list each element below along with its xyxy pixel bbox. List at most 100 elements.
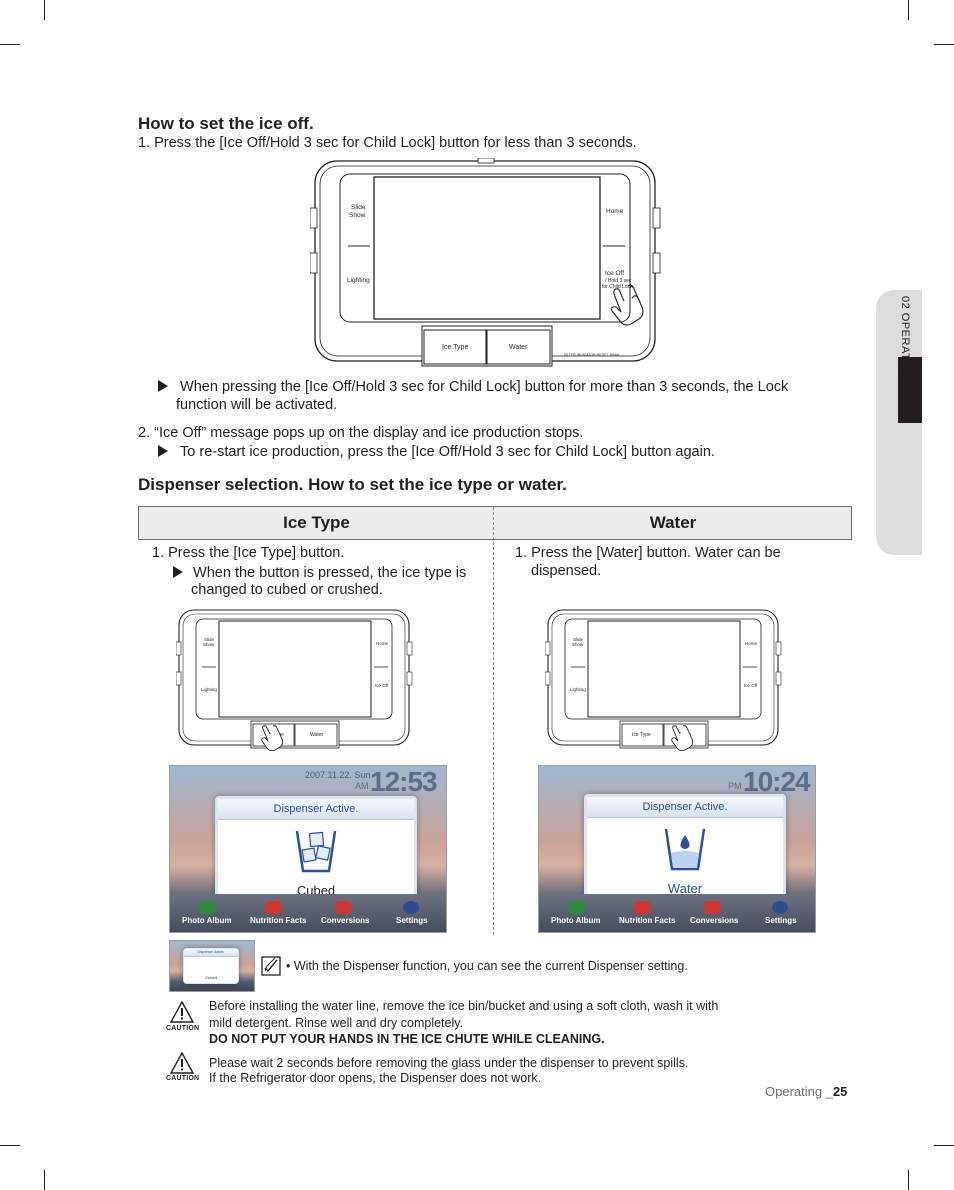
bottom-label-settings: Settings [765,916,797,925]
dispenser-popup: Dispenser Active. Water [584,794,786,906]
triangle-bullet-icon [173,566,183,578]
crop-mark [0,1145,20,1146]
crop-mark [934,44,954,45]
bottom-label-nutrition: Nutrition Facts [250,916,307,925]
popup-title: Dispenser Active. [218,799,414,820]
note-text: • With the Dispenser function, you can s… [286,957,688,975]
nutrition-icon [634,901,650,914]
crop-mark [908,0,909,20]
side-tab-marker [898,357,922,423]
pointing-hand-icon [261,725,284,751]
caution-1-line-3: DO NOT PUT YOUR HANDS IN THE ICE CHUTE W… [209,1032,605,1046]
slide-show-label-1: Slide [351,204,366,211]
pointing-hand-icon [610,284,644,326]
conversions-icon [335,901,351,914]
note-body: With the Dispenser function, you can see… [293,959,688,973]
lighting-label: Lighting [347,277,370,284]
ice-type-button-label: Ice Type [632,732,651,738]
screen-clock: 10:24 [743,766,811,797]
crop-mark [934,1145,954,1146]
gear-icon [403,901,419,914]
bottom-label-conversions: Conversions [321,916,370,925]
screen-clock: 12:53 [370,766,438,797]
ice-off-label: Ice Off [605,270,624,277]
display-screen-water: PM 10:24 Dispenser Active. Water Photo A… [538,765,816,933]
crop-mark [908,1170,909,1190]
ice-bullet-text: When the button is pressed, the ice type… [173,564,483,582]
gear-icon [772,901,788,914]
water-glass-icon [664,828,706,871]
bullet-restart-line: To re-start ice production, press the [I… [180,444,715,460]
ice-bullet-line-1: When the button is pressed, the ice type… [193,565,467,581]
crop-mark [0,44,20,45]
lighting-label: Lighting [570,687,586,692]
water-step-line-1: 1. Press the [Water] button. Water can b… [515,545,781,561]
bullet-dot-icon: • [286,959,294,973]
step-1-text: 1. Press the [Ice Off/Hold 3 sec for Chi… [138,135,637,151]
camera-icon [199,901,215,914]
column-header-ice-type: Ice Type [283,513,350,532]
crop-mark [44,0,45,20]
screen-ampm: PM [728,781,742,791]
section-title-ice-off: How to set the ice off. [138,114,314,133]
dispenser-thumbnail: Dispenser Active. Cubed [169,940,255,992]
home-label: Home [376,641,389,646]
ice-off-label-3: for Child Lock [602,284,633,290]
camera-icon [568,901,584,914]
bullet-lock-text: When pressing the [Ice Off/Hold 3 sec fo… [158,378,838,396]
caution-triangle-icon [170,1001,194,1023]
water-button-label: Water [509,344,528,351]
step-2-text: 2. “Ice Off” message pops up on the disp… [138,425,584,441]
ice-off-label: Ice Off [744,683,758,688]
home-label: Home [606,208,624,215]
popup-label: Cubed [205,975,217,980]
screen-ampm: AM [355,781,369,791]
ice-off-label: Ice Off [375,683,389,688]
dispenser-popup: Dispenser Active. Cubed [183,948,239,984]
ice-cubes-glass-icon [295,830,337,873]
nutrition-icon [265,901,281,914]
popup-title: Dispenser Active. [587,797,783,818]
dispenser-table-header: Ice Type Water [138,506,852,540]
footer-section: Operating _ [765,1084,833,1099]
bullet-lock-line-1: When pressing the [Ice Off/Hold 3 sec fo… [180,379,789,395]
ice-off-label-2: / Hold 3 sec [605,278,632,284]
dispenser-popup: Dispenser Active. Cubed [215,796,417,908]
column-header-water: Water [649,513,697,532]
caution-2-line-2: If the Refrigerator door opens, the Disp… [209,1071,542,1085]
triangle-bullet-icon [158,380,168,392]
popup-label: Water [667,881,703,896]
water-step-line-2: dispensed. [531,563,602,579]
control-panel-diagram: Slide Show Lighting Home Ice Off / Hold … [310,158,662,370]
bottom-label-photo-album: Photo Album [551,916,601,925]
slide-show-label-1: Slide [204,637,215,642]
page-footer: Operating _25 [765,1084,847,1099]
side-tab-label: 02 OPERATING [899,296,911,382]
slide-show-label-2: Show [203,642,215,647]
display-screen-ice: 2007.11.22. Sun AM 12:53 Dispenser Activ… [169,765,447,933]
reset-label: Reset [610,353,619,357]
caution-2-line-1: Please wait 2 seconds before removing th… [209,1056,689,1070]
water-button-label: Water [310,732,323,738]
bullet-lock-line-2: function will be activated. [176,397,338,413]
caution-triangle-icon [170,1052,194,1074]
screen-date: 2007.11.22. Sun [305,770,371,780]
ice-type-button-label: Ice Type [442,344,468,351]
ice-step-text: 1. Press the [Ice Type] button. [152,545,345,561]
triangle-bullet-icon [158,445,168,457]
caution-label: CAUTION [166,1075,200,1082]
caution-1-line-1: Before installing the water line, remove… [209,999,719,1013]
caution-label: CAUTION [166,1025,200,1032]
bottom-label-nutrition: Nutrition Facts [619,916,676,925]
ice-bullet-line-2: changed to cubed or crushed. [191,582,383,598]
pointing-hand-icon [671,725,694,751]
section-title-dispenser: Dispenser selection. How to set the ice … [138,475,567,494]
bottom-label-photo-album: Photo Album [182,916,232,925]
page-number: 25 [832,1084,848,1099]
crop-mark [44,1170,45,1190]
caution-1-line-2: mild detergent. Rinse well and dry compl… [209,1016,464,1030]
screen-bottom-bar: Photo Album Nutrition Facts Conversions … [170,894,446,932]
control-panel-ice-diagram: Slide Show Lighting Home Ice Off Ice Typ… [176,608,414,751]
bullet-restart-text: To re-start ice production, press the [I… [158,443,838,461]
note-pencil-icon [261,956,281,976]
